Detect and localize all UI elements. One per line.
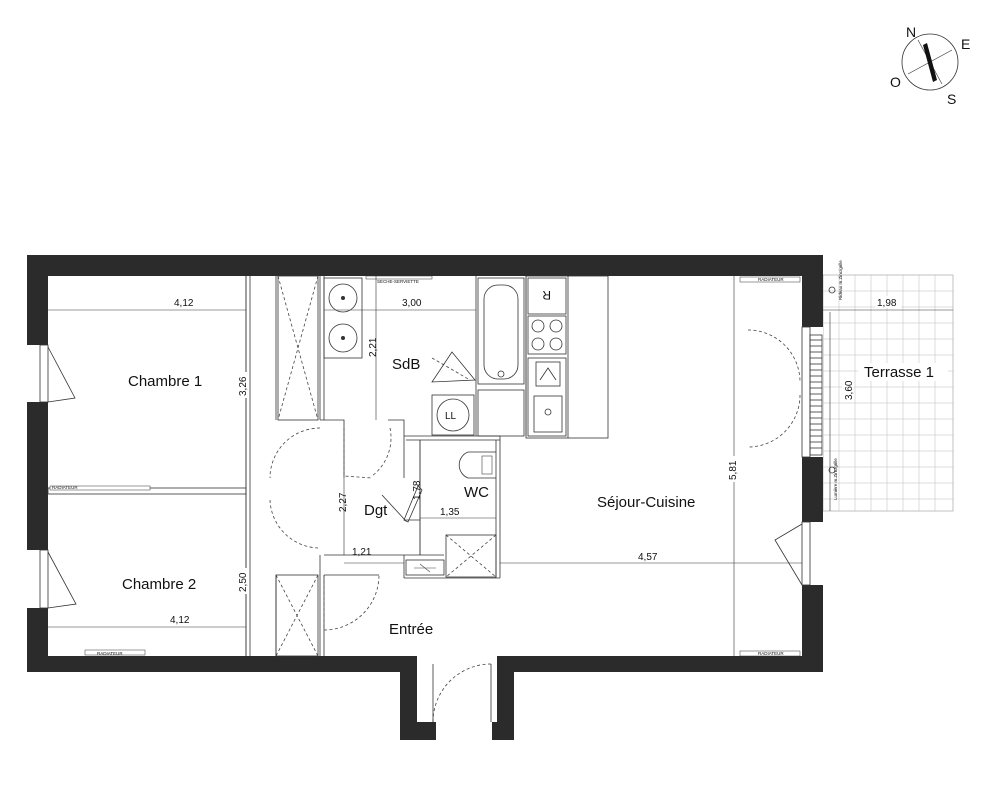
balcony-rail-light	[828, 286, 836, 294]
wall-bottom-right	[497, 656, 823, 672]
electrical-panel	[405, 559, 445, 576]
room-entree: Entrée	[389, 621, 433, 638]
room-sdb: SdB	[392, 356, 420, 373]
wall-bottom-left	[27, 656, 417, 672]
dim-wc-width: 1,35	[440, 507, 460, 518]
basin-counter	[323, 277, 363, 359]
street-light-label: Lumière m.Zinc/grille	[833, 458, 838, 500]
street-light	[828, 466, 836, 474]
terrace: Terrasse 1	[822, 274, 954, 512]
wc-door-leaf	[403, 485, 423, 523]
kitchen-counter	[525, 275, 609, 439]
wc-fixtures	[403, 451, 496, 576]
washing-machine-label: LL	[445, 411, 457, 422]
radiator-chambre1	[49, 485, 151, 491]
door-opening-entree	[417, 656, 497, 672]
dim-terrasse-width: 1,98	[877, 298, 897, 309]
dimension-labels: 4,12 3,26 3,00 2,21 2,27 1,21 1,78 1,35 …	[168, 296, 901, 626]
radiator-sejour-bottom-label: RADIATEUR	[758, 651, 784, 656]
room-chambre1: Chambre 1	[128, 373, 202, 390]
wall-entrance-bottom-right	[492, 722, 514, 740]
compass-west: O	[890, 74, 901, 90]
fridge	[527, 277, 567, 315]
balcony-rail-label: Rideau m.Zinc/grille	[838, 260, 843, 300]
dim-chambre2-depth: 2,50	[238, 572, 249, 592]
kitchen-sink	[527, 357, 567, 437]
walls	[27, 255, 823, 740]
dim-chambre2-width: 4,12	[170, 615, 190, 626]
room-dgt: Dgt	[364, 502, 388, 519]
radiator-chambre1-label: RADIATEUR	[52, 485, 78, 490]
closet-chambre1-x	[277, 275, 319, 421]
utility-shaft	[445, 534, 497, 578]
basin-top	[328, 283, 358, 313]
compass-needle	[923, 43, 937, 82]
door-leaves	[324, 351, 492, 722]
closet-chambre1	[277, 275, 319, 421]
terrace-label-bg	[858, 363, 948, 381]
bathtub	[477, 277, 525, 385]
room-chambre2: Chambre 2	[122, 576, 196, 593]
washing-machine	[431, 394, 475, 436]
dim-sejour-width: 4,57	[638, 552, 658, 563]
towel-dryer-label: SECHE-SERVIETTE	[377, 279, 419, 284]
dim-dgt-depth: 2,27	[338, 492, 349, 512]
window-chambre2	[27, 550, 48, 608]
radiator-sejour-bottom	[739, 650, 801, 657]
radiator-sejour-top-label: RADIATEUR	[758, 277, 784, 282]
dim-chambre1-width: 4,12	[174, 298, 194, 309]
toilet	[458, 451, 496, 479]
wall-entrance-left	[400, 656, 417, 740]
window-frames	[39, 326, 823, 609]
window-sejour-terrasse	[802, 327, 823, 457]
compass-north: N	[906, 24, 916, 40]
wall-entrance-right	[497, 656, 514, 740]
wall-left	[27, 255, 48, 672]
terrace-label: Terrasse 1	[864, 364, 934, 381]
radiator-chambre2	[84, 649, 146, 656]
wall-entrance-bottom-left	[400, 722, 436, 740]
room-sejour: Séjour-Cuisine	[597, 494, 695, 511]
kitchen-fixtures: R	[525, 275, 609, 439]
compass: N E S O	[890, 24, 970, 107]
radiator-sejour-top	[739, 276, 801, 283]
wall-right	[802, 255, 823, 672]
basin-bottom	[328, 323, 358, 353]
closet-chambre2	[275, 574, 319, 657]
window-chambre1	[27, 345, 48, 402]
dim-sdb-depth: 2,21	[368, 337, 379, 357]
compass-east: E	[961, 36, 970, 52]
dim-wc-depth: 1,78	[412, 480, 423, 500]
towel-dryer	[365, 275, 433, 280]
sdb-fixtures: LL SECHE-SERVIETTE	[323, 275, 525, 437]
dim-terrasse-depth: 3,60	[844, 380, 855, 400]
room-labels: Chambre 1 Chambre 2 SdB Dgt WC Séjour-Cu…	[122, 356, 695, 638]
dim-sdb-width: 3,00	[402, 298, 422, 309]
dim-chambre1-depth: 3,26	[238, 376, 249, 396]
door-swings	[269, 329, 801, 723]
room-wc: WC	[464, 484, 489, 501]
wall-top	[27, 255, 823, 276]
compass-south: S	[947, 91, 956, 107]
compass-circle	[901, 33, 959, 91]
terrace-fixtures: Rideau m.Zinc/grille Lumière m.Zinc/gril…	[828, 260, 843, 500]
window-swings	[47, 346, 803, 609]
window-sejour	[802, 522, 823, 585]
dim-dgt-width: 1,21	[352, 547, 372, 558]
radiators: RADIATEUR RADIATEUR RADIATEUR RADIATEUR	[49, 276, 801, 657]
closet-chambre2-x	[275, 574, 319, 657]
fridge-label: R	[542, 288, 551, 302]
dim-sejour-depth: 5,81	[728, 460, 739, 480]
interior-walls	[47, 275, 527, 657]
shower-tray	[477, 389, 525, 437]
cooktop	[527, 315, 567, 355]
radiator-chambre2-label: RADIATEUR	[97, 651, 123, 656]
